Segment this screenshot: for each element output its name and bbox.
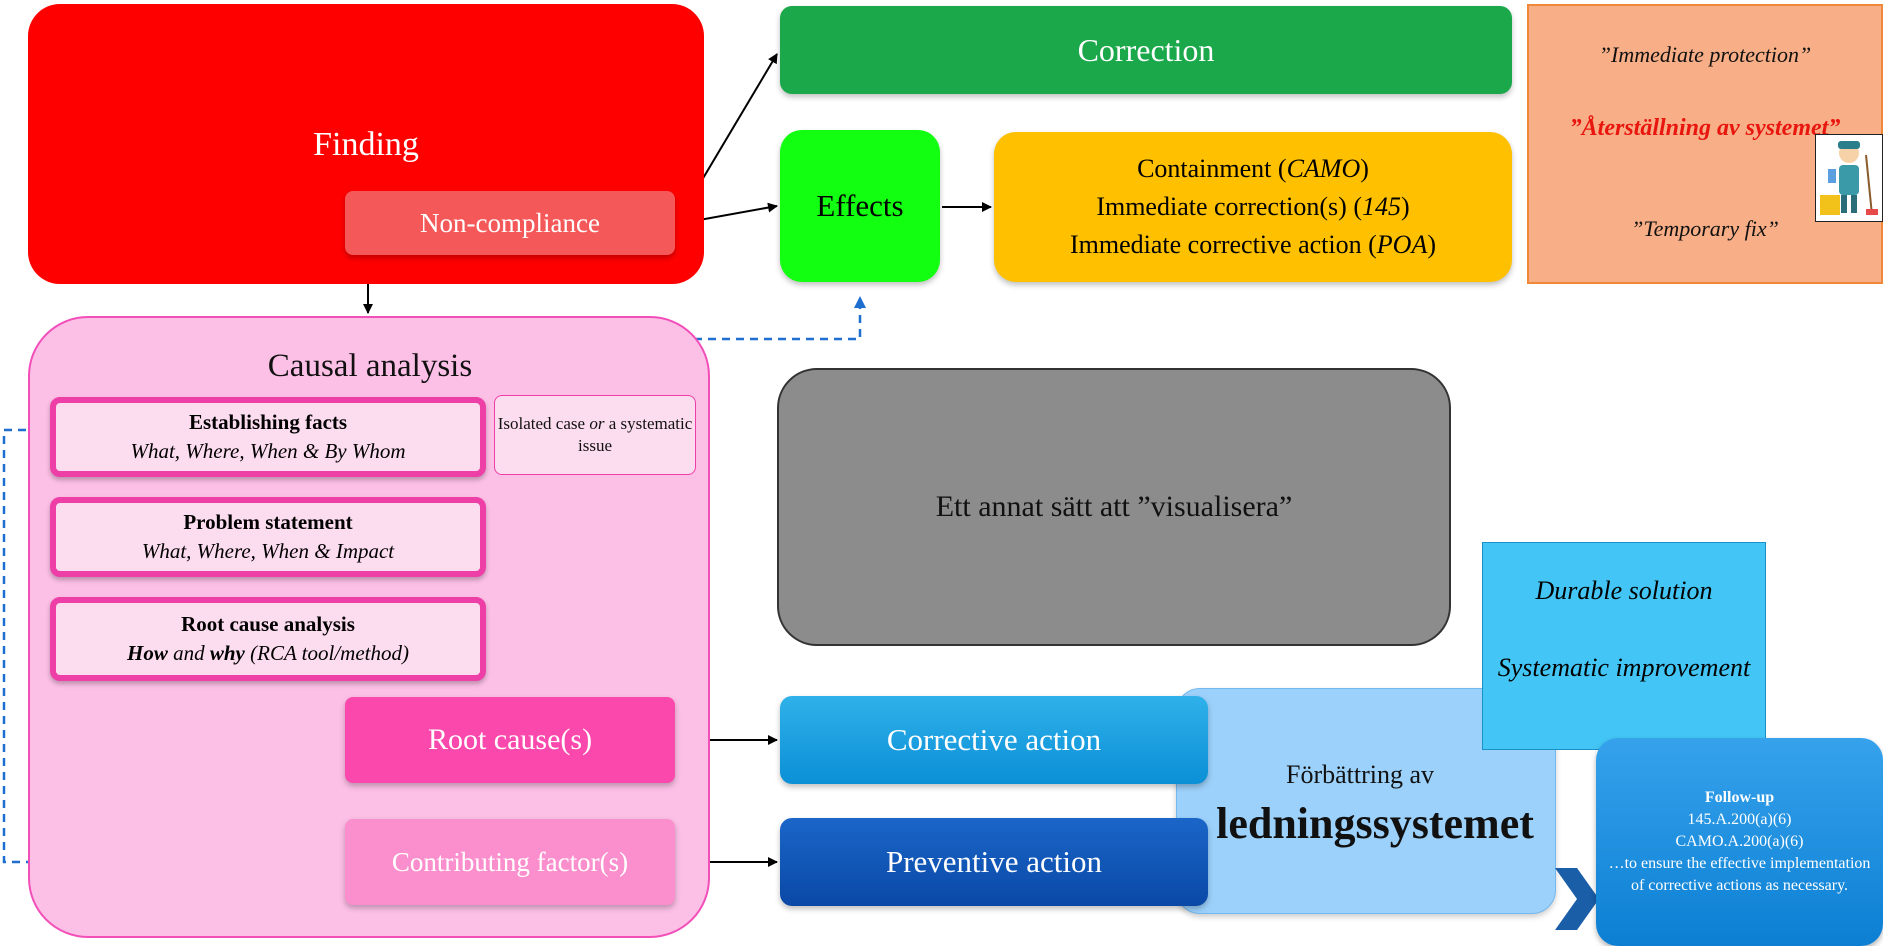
causal-analysis-title: Causal analysis bbox=[267, 348, 473, 384]
problem-statement-title: Problem statement bbox=[183, 510, 353, 534]
problem-statement-box: Problem statement What, Where, When & Im… bbox=[50, 497, 486, 577]
visualize-box: Ett annat sätt att ”visualisera” bbox=[777, 368, 1451, 646]
root-cause-analysis-box: Root cause analysis How and why (RCA too… bbox=[50, 597, 486, 681]
containment-line-2: Immediate correction(s) (145) bbox=[1096, 192, 1410, 221]
chevron-right-icon bbox=[1555, 868, 1599, 930]
follow-up-box: Follow-up 145.A.200(a)(6) CAMO.A.200(a)(… bbox=[1596, 738, 1883, 946]
durable-solution-text: Durable solution bbox=[1535, 576, 1713, 605]
finding-label: Finding bbox=[313, 126, 419, 163]
improvement-line-1: Förbättring av bbox=[1285, 760, 1435, 789]
temporary-fix-text: ”Temporary fix” bbox=[1631, 216, 1779, 241]
root-cause-analysis-subtitle: How and why (RCA tool/method) bbox=[127, 641, 409, 665]
durable-solution-box bbox=[1482, 542, 1766, 750]
contributing-factor-box: Contributing factor(s) bbox=[345, 819, 675, 905]
containment-line-1: Containment (CAMO) bbox=[1137, 154, 1369, 183]
immediate-protection-text: ”Immediate protection” bbox=[1598, 42, 1812, 67]
isolated-case-box: Isolated case or a systematic issue bbox=[494, 395, 696, 475]
follow-up-text: …to ensure the effective implementation … bbox=[1608, 855, 1871, 894]
systematic-improvement-text: Systematic improvement bbox=[1497, 653, 1751, 682]
establishing-facts-box: Establishing facts What, Where, When & B… bbox=[50, 397, 486, 477]
cleaner-icon bbox=[1815, 134, 1883, 222]
corrective-action-box: Corrective action bbox=[780, 696, 1208, 784]
aterstallning-text: ”Återställning av systemet” bbox=[1569, 115, 1841, 141]
improvement-line-2: ledningssystemet bbox=[1216, 799, 1534, 848]
establishing-facts-subtitle: What, Where, When & By Whom bbox=[130, 439, 406, 463]
follow-up-ref-145: 145.A.200(a)(6) bbox=[1687, 811, 1792, 828]
containment-box: Containment (CAMO) Immediate correction(… bbox=[994, 132, 1512, 282]
follow-up-ref-camo: CAMO.A.200(a)(6) bbox=[1675, 833, 1804, 850]
follow-up-title: Follow-up bbox=[1704, 789, 1775, 806]
preventive-action-box: Preventive action bbox=[780, 818, 1208, 906]
problem-statement-subtitle: What, Where, When & Impact bbox=[141, 539, 395, 563]
establishing-facts-title: Establishing facts bbox=[188, 410, 348, 434]
root-cause-analysis-title: Root cause analysis bbox=[181, 612, 355, 636]
noncompliance-box: Non-compliance bbox=[345, 191, 675, 255]
containment-line-3: Immediate corrective action (POA) bbox=[1069, 230, 1436, 259]
root-cause-box: Root cause(s) bbox=[345, 697, 675, 783]
effects-box: Effects bbox=[780, 130, 940, 282]
correction-box: Correction bbox=[780, 6, 1512, 94]
